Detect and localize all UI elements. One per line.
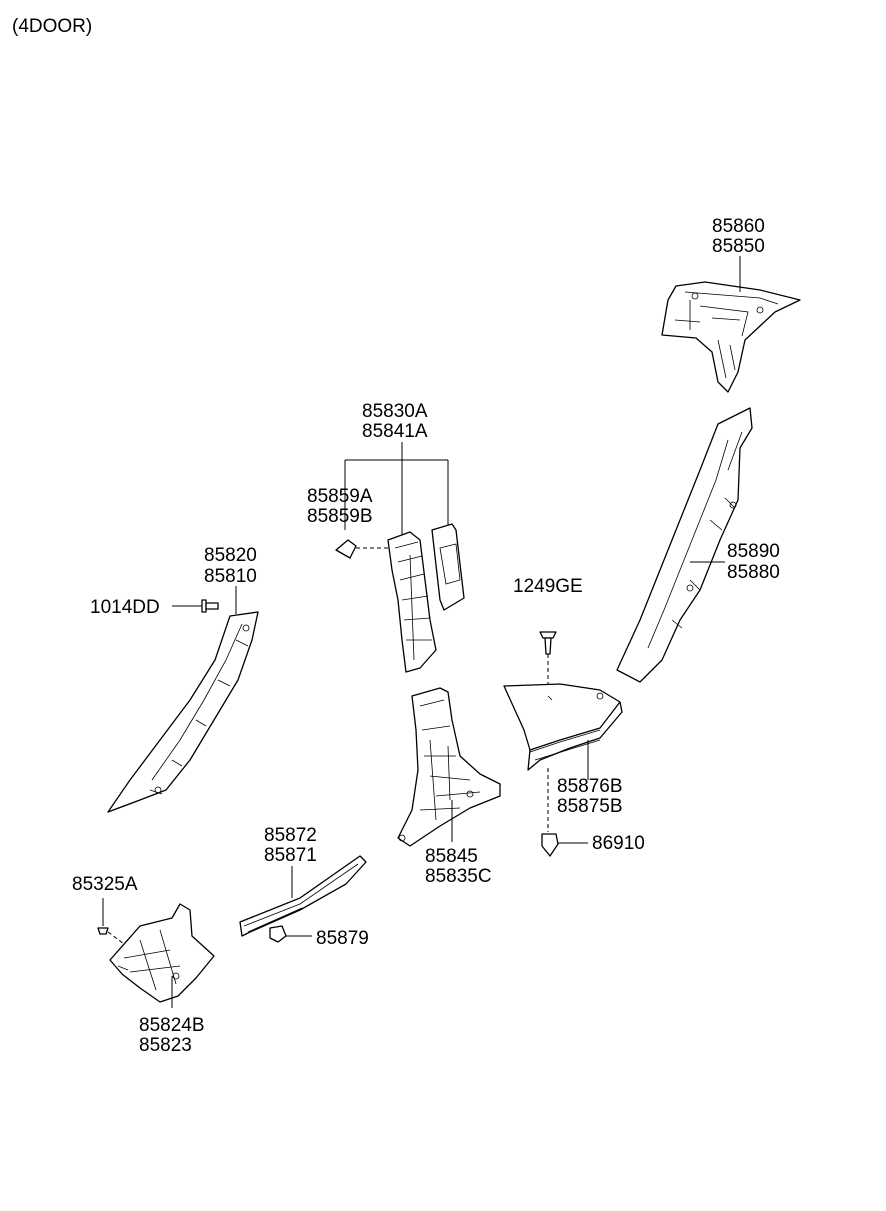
label-85830A[interactable]: 85830A [362,401,428,422]
part-1014DD-screw[interactable] [201,599,219,613]
label-85823[interactable]: 85823 [139,1035,192,1056]
label-85890[interactable]: 85890 [727,541,780,562]
part-85820-front-pillar-trim[interactable] [107,611,259,813]
bracket-85830A [344,442,449,540]
part-1249GE-screw[interactable] [539,631,557,655]
label-85820[interactable]: 85820 [204,545,257,566]
part-85841A-garnish[interactable] [431,523,465,611]
dash-85325A [107,931,125,945]
label-86910[interactable]: 86910 [592,833,645,854]
part-85824B-cowl-side-trim[interactable] [109,903,215,1003]
label-85875B[interactable]: 85875B [557,796,623,817]
label-85871[interactable]: 85871 [264,845,317,866]
diagram-title: (4DOOR) [12,16,92,37]
part-85860-rear-pillar-upper-trim[interactable] [661,281,801,393]
part-85859A-clip[interactable] [335,539,357,559]
part-85872-front-scuff-plate[interactable] [239,855,367,937]
label-85824B[interactable]: 85824B [139,1015,205,1036]
part-85325A-screw[interactable] [97,927,109,935]
label-85845[interactable]: 85845 [425,846,478,867]
part-86910-clip[interactable] [541,833,559,857]
label-1249GE[interactable]: 1249GE [513,576,583,597]
label-85835C[interactable]: 85835C [425,866,492,887]
label-85859B[interactable]: 85859B [307,506,373,527]
label-85859A[interactable]: 85859A [307,486,373,507]
label-85880[interactable]: 85880 [727,562,780,583]
label-1014DD[interactable]: 1014DD [90,597,160,618]
part-85879-clip[interactable] [269,925,287,943]
label-85860[interactable]: 85860 [712,216,765,237]
label-85879[interactable]: 85879 [316,928,369,949]
label-85872[interactable]: 85872 [264,825,317,846]
part-85890-rear-pillar-trim[interactable] [616,407,753,683]
label-85841A[interactable]: 85841A [362,421,428,442]
label-85850[interactable]: 85850 [712,236,765,257]
label-85810[interactable]: 85810 [204,566,257,587]
part-85845-center-pillar-lower-trim[interactable] [397,687,501,847]
label-85325A[interactable]: 85325A [72,874,138,895]
part-85876B-rear-scuff-plate[interactable] [503,683,623,771]
label-85876B[interactable]: 85876B [557,776,623,797]
part-85830A-center-pillar-upper-trim[interactable] [387,531,437,673]
